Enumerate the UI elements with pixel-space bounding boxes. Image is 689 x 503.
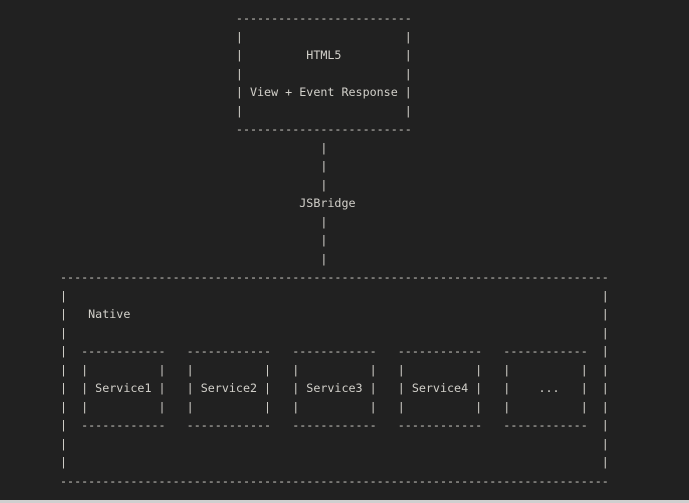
window-edge-strip [0, 500, 689, 503]
jsbridge-connector-ascii: | | | JSBridge | | [299, 140, 356, 266]
native-box-ascii: ----------------------------------------… [60, 270, 609, 488]
html5-box-ascii: ------------------------- | | | HTML5 | … [235, 11, 412, 136]
